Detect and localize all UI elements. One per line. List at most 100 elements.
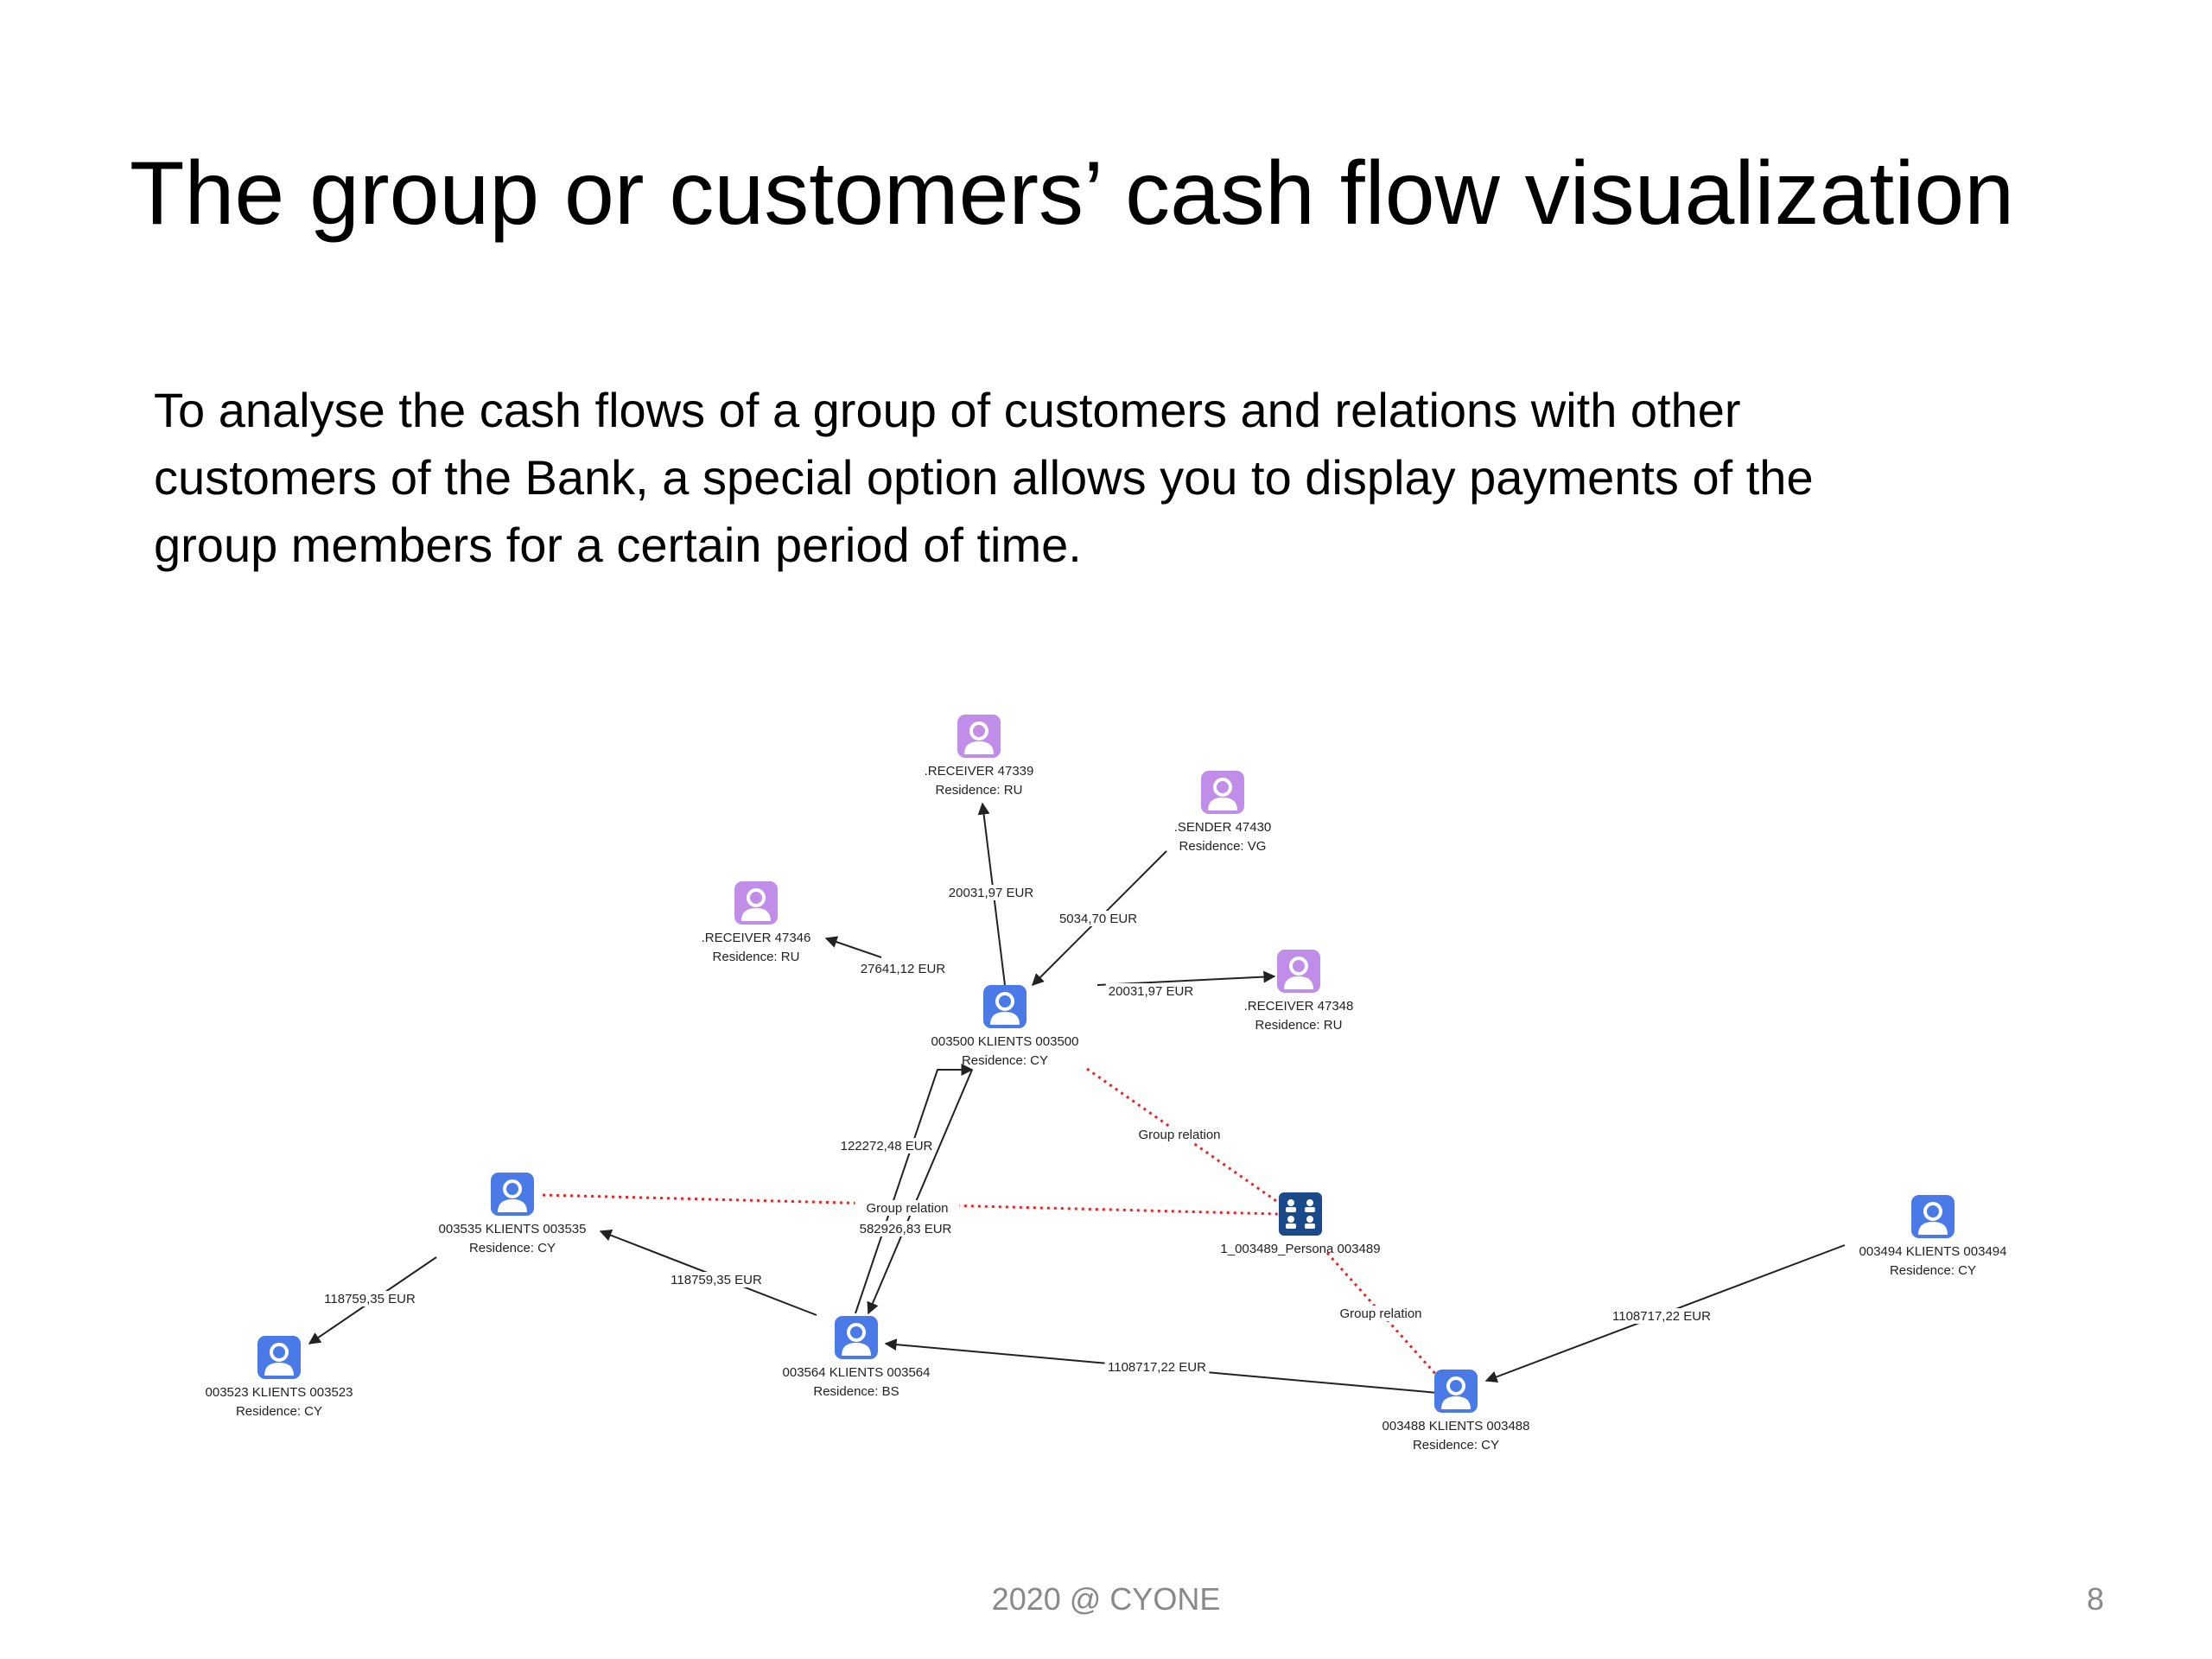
edge-label: 118759,35 EUR — [324, 1292, 416, 1306]
edge-label-background — [321, 1291, 419, 1306]
page-number: 8 — [2086, 1581, 2104, 1617]
edge-label: Group relation — [866, 1201, 948, 1216]
edge-label-background — [837, 1138, 936, 1154]
icon-tile — [1279, 1192, 1322, 1236]
member-body — [1305, 1224, 1315, 1229]
edge-label: 118759,35 EUR — [671, 1273, 762, 1287]
person-icon — [1201, 771, 1244, 814]
person-icon — [835, 1316, 878, 1359]
node-name-label: 003488 KLIENTS 003488 — [1382, 1419, 1530, 1433]
edge-label: 20031,97 EUR — [1109, 984, 1194, 999]
person-icon — [1434, 1370, 1478, 1413]
group-relation-edge — [1086, 1067, 1280, 1205]
person-body — [264, 1363, 294, 1376]
node-residence-label: Residence: CY — [236, 1404, 322, 1419]
member-body — [1305, 1207, 1315, 1212]
edge-label-background — [667, 1272, 766, 1287]
node-name-label: .RECEIVER 47346 — [702, 931, 811, 945]
body-line: To analyse the cash flows of a group of … — [154, 383, 1741, 437]
person-body — [741, 908, 771, 921]
member-head — [1306, 1199, 1313, 1206]
slide-title: The group or customers’ cash flow visual… — [130, 143, 2015, 244]
payment-edge — [855, 1064, 974, 1314]
node-name-label: 003564 KLIENTS 003564 — [783, 1365, 931, 1380]
edge-label: 20031,97 EUR — [949, 886, 1034, 900]
person-head — [1446, 1376, 1465, 1395]
person-icon — [957, 715, 1001, 758]
person-head — [1289, 957, 1308, 976]
node-residence-label: Residence: RU — [936, 783, 1023, 798]
person-icon — [1277, 950, 1320, 993]
edge-label-background — [1609, 1308, 1714, 1324]
person-body — [1918, 1222, 1948, 1235]
person-icon — [257, 1336, 301, 1379]
edge-label-background — [1056, 911, 1141, 926]
person-icon — [983, 985, 1027, 1028]
person-head — [995, 992, 1014, 1011]
person-body — [1208, 798, 1237, 810]
edge-label: Group relation — [1138, 1128, 1220, 1142]
body-line: customers of the Bank, a special option … — [154, 450, 1814, 505]
body-line: group members for a certain period of ti… — [154, 518, 1082, 572]
member-head — [1287, 1199, 1294, 1206]
edge-label: Group relation — [1339, 1306, 1421, 1321]
edge-label: 122272,48 EUR — [841, 1139, 933, 1154]
node-name-label: 003494 KLIENTS 003494 — [1859, 1244, 2007, 1259]
member-body — [1286, 1224, 1296, 1229]
payment-edge — [867, 1069, 973, 1315]
footer-copyright: 2020 @ CYONE — [991, 1581, 1221, 1617]
node-residence-label: Residence: CY — [469, 1241, 556, 1255]
edge-label: 1108717,22 EUR — [1612, 1309, 1711, 1324]
person-head — [270, 1343, 289, 1362]
edge-label: 1108717,22 EUR — [1108, 1360, 1206, 1375]
person-body — [990, 1012, 1020, 1025]
person-body — [964, 741, 994, 754]
node-name-label: .SENDER 47430 — [1174, 820, 1272, 835]
edge-label-background — [1328, 1306, 1433, 1321]
member-head — [1287, 1216, 1294, 1223]
edge-label: 5034,70 EUR — [1059, 912, 1137, 926]
node-residence-label: Residence: RU — [713, 950, 800, 964]
person-head — [847, 1323, 866, 1342]
person-head — [747, 888, 766, 907]
person-icon — [491, 1173, 534, 1216]
node-residence-label: Residence: CY — [1413, 1438, 1499, 1452]
person-icon — [734, 881, 778, 925]
person-body — [1284, 976, 1313, 989]
node-residence-label: Residence: CY — [1890, 1263, 1976, 1278]
slide-body-text: To analyse the cash flows of a group of … — [154, 377, 2141, 579]
person-body — [1441, 1396, 1471, 1409]
member-body — [1286, 1207, 1296, 1212]
node-name-label: 1_003489_Persona 003489 — [1220, 1242, 1380, 1256]
node-residence-label: Residence: VG — [1179, 839, 1267, 854]
node-residence-label: Residence: BS — [813, 1384, 899, 1399]
person-head — [1213, 778, 1232, 797]
node-residence-label: Residence: CY — [962, 1053, 1048, 1068]
node-residence-label: Residence: RU — [1255, 1018, 1343, 1033]
member-head — [1306, 1216, 1313, 1223]
edge-label: 27641,12 EUR — [861, 962, 946, 976]
edge-label-background — [856, 1221, 955, 1236]
node-name-label: .RECEIVER 47348 — [1244, 999, 1354, 1014]
node-name-label: 003500 KLIENTS 003500 — [931, 1034, 1079, 1049]
node-name-label: 003523 KLIENTS 003523 — [206, 1385, 353, 1400]
edge-label-background — [1104, 1359, 1210, 1375]
person-icon — [1911, 1195, 1955, 1238]
node-name-label: 003535 KLIENTS 003535 — [439, 1222, 587, 1236]
person-body — [842, 1343, 871, 1356]
payment-edge — [824, 936, 882, 958]
edge-label-background — [1105, 983, 1197, 999]
group-node[interactable]: 1_003489_Persona 003489 — [1220, 1192, 1381, 1256]
